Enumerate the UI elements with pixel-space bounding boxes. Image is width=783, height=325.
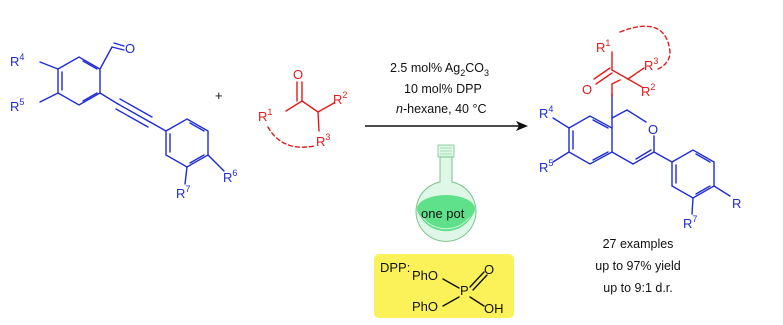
reactant1-r4-label: R4 (10, 52, 24, 69)
reactant2-oxygen: O (293, 67, 303, 82)
reactant-aldehyde: R4 R5 O R6 R7 (10, 41, 237, 201)
reactant1-r5-label: R5 (10, 97, 24, 114)
reactant-ketone: O R1 R2 R3 (258, 67, 347, 149)
flask-icon (415, 144, 477, 242)
product-r4-label: R4 (539, 104, 553, 121)
dpp-label: DPP: (380, 260, 410, 275)
product-r1-label: R1 (596, 38, 610, 55)
reaction-arrow (365, 121, 528, 131)
reactant1-r6-label: R6 (223, 168, 237, 185)
reaction-conditions: 2.5 mol% Ag2CO3 10 mol% DPP n-hexane, 40… (390, 61, 489, 116)
condition-catalyst: 2.5 mol% Ag2CO3 (390, 61, 489, 78)
dpp-hydroxyl: OH (484, 301, 504, 316)
product-r2-label: R2 (641, 82, 655, 99)
reactant2-r1-label: R1 (258, 107, 272, 124)
reactant2-r3-label: R3 (316, 132, 330, 149)
plus-sign: + (215, 88, 223, 103)
condition-cocatalyst: 10 mol% DPP (404, 82, 482, 96)
reactant1-aldehyde-oxygen: O (125, 41, 135, 56)
product-isochromene: R1 O R3 R2 O R4 R5 R R7 (539, 25, 741, 231)
product-r5-label: R5 (539, 158, 553, 175)
dpp-structure-box: DPP: PhO PhO P O OH (374, 254, 514, 318)
dpp-pho-top: PhO (412, 268, 438, 283)
reactant2-r2-label: R2 (333, 90, 347, 107)
product-carbonyl-oxygen: O (582, 82, 592, 97)
reactant1-r7-label: R7 (176, 184, 190, 201)
product-r7-label: R7 (683, 214, 697, 231)
dpp-oxygen: O (484, 262, 494, 277)
condition-solvent-temp: n-hexane, 40 °C (396, 102, 486, 116)
dpp-phosphorus: P (460, 283, 469, 298)
product-ring-oxygen: O (648, 122, 658, 137)
results-dr: up to 9:1 d.r. (603, 281, 673, 295)
dpp-pho-bottom: PhO (412, 299, 438, 314)
results-examples: 27 examples (603, 237, 674, 251)
product-r3-label: R3 (644, 56, 658, 73)
flask-label: one pot (421, 206, 465, 221)
results-yield: up to 97% yield (595, 259, 681, 273)
product-r6-label: R (732, 196, 741, 211)
results-summary: 27 examples up to 97% yield up to 9:1 d.… (595, 237, 681, 295)
